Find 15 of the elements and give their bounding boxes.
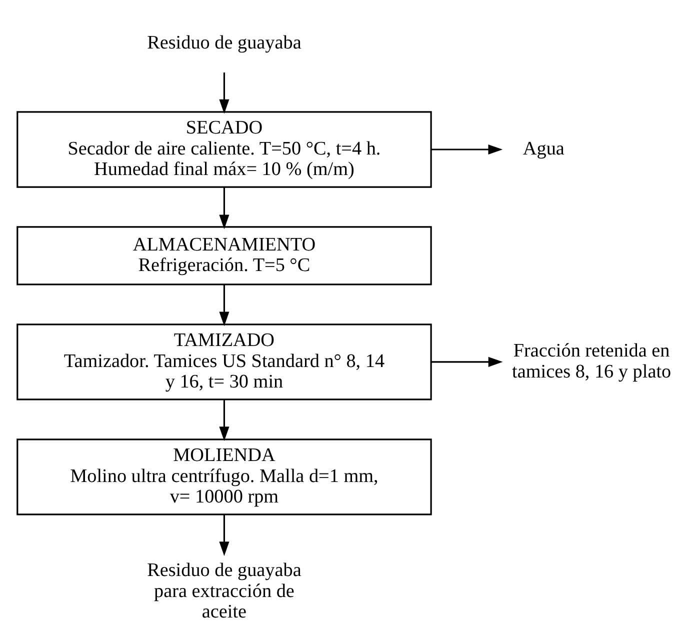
node-text: Fracción retenida en tamices 8, 16 y plato [512,340,671,382]
arrow [218,400,229,442]
arrow [218,187,229,230]
node-box: ALMACENAMIENTO Refrigeración. T=5 °C [16,226,432,286]
node-box: SECADO Secador de aire caliente. T=50 °C, t=4 h. Humedad final máx= 10 % (m/m) [16,111,432,188]
node-text: Agua [522,138,564,160]
node-box: TAMIZADO Tamizador. Tamices US Standard n° 8, 14 y 16, t= 30 min [16,324,432,400]
arrow [218,514,229,556]
arrow [218,72,229,114]
node-text: Residuo de guayaba [146,32,301,54]
node-text: Residuo de guayaba para extracción de aceite [146,560,301,623]
arrow [430,144,502,155]
arrow [218,284,229,326]
node-box: MOLIENDA Molino ultra centrífugo. Malla d=1 mm, v= 10000 rpm [16,438,432,516]
arrow [431,356,502,367]
